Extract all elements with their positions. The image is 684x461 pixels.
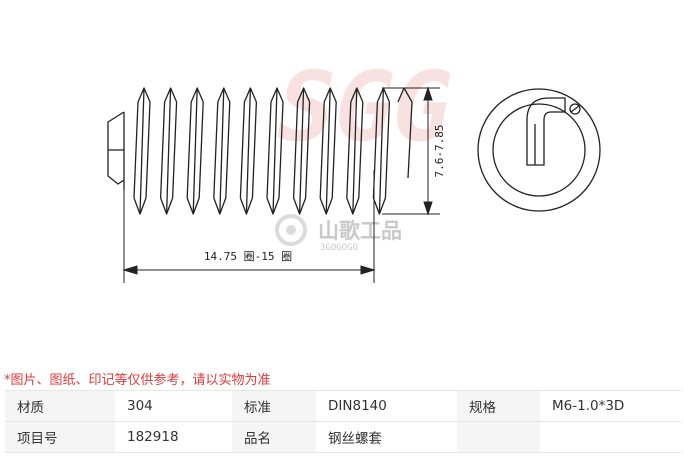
spec-key-item-no: 项目号 — [5, 421, 115, 453]
length-dimension — [122, 170, 376, 283]
coil-end-view — [477, 88, 601, 212]
spec-value-empty — [540, 421, 681, 453]
coil-flank — [225, 101, 231, 199]
coil-flank — [346, 101, 352, 199]
coil-flank — [198, 101, 204, 199]
coil-side-view — [107, 87, 413, 215]
coil-flank — [266, 101, 272, 199]
coil-flank — [292, 101, 299, 199]
coil-flank — [331, 101, 337, 199]
spec-value-material: 304 — [115, 390, 232, 422]
coil-centerline — [298, 87, 305, 215]
watermark-en: 3GOGOGO — [320, 243, 358, 253]
coil-centerline — [352, 87, 358, 215]
technical-drawing: SGG 山歌工品 3GOGOGO 7.6-7.85 14.75 圈-15 圈 — [107, 51, 601, 283]
coil-centerline — [219, 87, 225, 215]
spec-value-product-name: 钢丝螺套 — [316, 421, 457, 453]
disclaimer-note: *图片、图纸、印记等仅供参考，请以实物为准 — [4, 373, 271, 388]
coil-centerline — [325, 87, 331, 215]
coil-right-end — [397, 87, 413, 179]
coil-centerline — [139, 87, 145, 215]
coil-flank — [278, 101, 284, 199]
spec-key-empty — [457, 421, 540, 453]
spec-value-item-no: 182918 — [115, 421, 232, 453]
spec-key-material: 材质 — [5, 390, 115, 422]
spec-table: 材质 304 标准 DIN8140 规格 M6-1.0*3D 项目号 18291… — [5, 390, 681, 453]
coil-flank — [133, 101, 139, 199]
coil-tang — [107, 111, 125, 185]
watermark-logo-icon — [275, 214, 307, 246]
spec-key-standard: 标准 — [232, 390, 316, 422]
coil-flank — [213, 101, 219, 199]
coil-flank — [358, 101, 364, 199]
coil-flank — [384, 101, 391, 199]
spec-value-standard: DIN8140 — [316, 390, 457, 422]
coil-flank — [145, 101, 151, 199]
spec-row: 材质 304 标准 DIN8140 规格 M6-1.0*3D — [5, 390, 681, 422]
watermark-cn: 山歌工品 — [318, 219, 402, 243]
coil-flank — [319, 101, 325, 199]
coil-flank — [251, 101, 258, 199]
length-label: 14.75 圈-15 圈 — [204, 250, 292, 263]
watermark-brand: SGG — [265, 51, 462, 163]
coil-flank — [239, 101, 246, 199]
coil-centerline — [165, 87, 172, 215]
coil-centerline — [192, 87, 198, 215]
coil-flank — [171, 101, 178, 199]
coil-centerline — [378, 87, 385, 215]
spec-key-size: 规格 — [457, 390, 540, 422]
coil-flank — [159, 101, 166, 199]
spec-row: 项目号 182918 品名 钢丝螺套 — [5, 421, 681, 453]
diameter-dimension — [382, 86, 440, 216]
coil-centerline — [272, 87, 278, 215]
diameter-label: 7.6-7.85 — [433, 125, 446, 178]
spec-value-size: M6-1.0*3D — [540, 390, 681, 422]
coil-flank — [304, 101, 311, 199]
spec-key-product-name: 品名 — [232, 421, 316, 453]
coil-flank — [186, 101, 192, 199]
coil-centerline — [245, 87, 252, 215]
